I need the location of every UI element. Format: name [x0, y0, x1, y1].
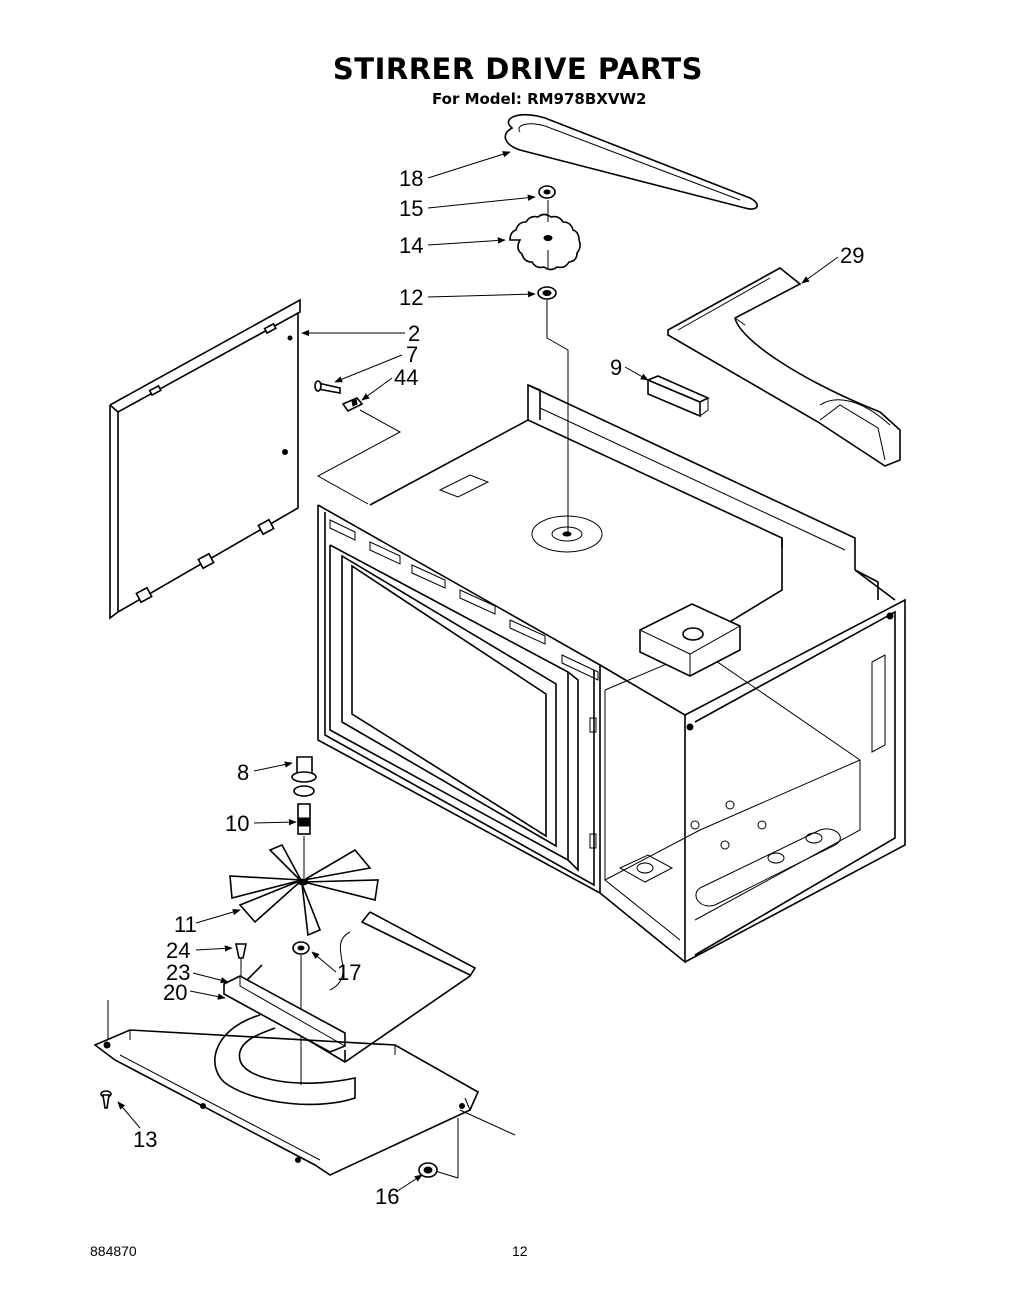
side-panel-part-2	[109, 298, 301, 620]
stirrer-shield	[214, 1014, 356, 1106]
callout-labels: 18 15 14 12 29 2 7 44 9 8 10 11 24 17 23…	[133, 166, 864, 1209]
callout-2: 2	[408, 321, 420, 346]
callout-23: 23	[166, 960, 190, 985]
screw-part-7	[314, 380, 341, 394]
shaft-part-8	[291, 756, 317, 797]
screw-part-13	[100, 1090, 112, 1109]
callout-29: 29	[840, 243, 864, 268]
pad-part-9	[645, 375, 710, 418]
model-subtitle: For Model: RM978BXVW2	[432, 90, 647, 108]
callout-20: 20	[163, 980, 187, 1005]
page-number: 12	[512, 1243, 528, 1259]
callout-13: 13	[133, 1127, 157, 1152]
bottom-plate	[93, 1000, 516, 1179]
bracket-part-20	[230, 911, 477, 1063]
callout-24: 24	[166, 938, 190, 963]
screw-part-16	[418, 1162, 438, 1178]
shaft-part-10	[297, 803, 311, 835]
callout-10: 10	[225, 811, 249, 836]
callout-7: 7	[406, 342, 418, 367]
document-number: 884870	[90, 1243, 137, 1259]
screw-part-24	[235, 943, 247, 985]
callout-14: 14	[399, 233, 423, 258]
callout-44: 44	[394, 365, 418, 390]
leader-lines	[117, 151, 839, 1193]
page-title: STIRRER DRIVE PARTS	[332, 52, 704, 86]
clip-part-44	[341, 397, 364, 413]
cover-part-29	[667, 267, 901, 467]
belt-part-18	[504, 113, 758, 210]
callout-9: 9	[610, 355, 622, 380]
clip-part-15	[538, 185, 556, 199]
washer-part-12	[537, 286, 557, 300]
callout-8: 8	[237, 760, 249, 785]
cabinet-chassis	[317, 383, 906, 964]
stirrer-blade-part-11	[229, 836, 379, 937]
callout-15: 15	[399, 196, 423, 221]
callout-18: 18	[399, 166, 423, 191]
callout-12: 12	[399, 285, 423, 310]
callout-16: 16	[375, 1184, 399, 1209]
callout-11: 11	[174, 912, 197, 937]
callout-17: 17	[337, 960, 361, 985]
gear-part-14	[509, 200, 581, 271]
